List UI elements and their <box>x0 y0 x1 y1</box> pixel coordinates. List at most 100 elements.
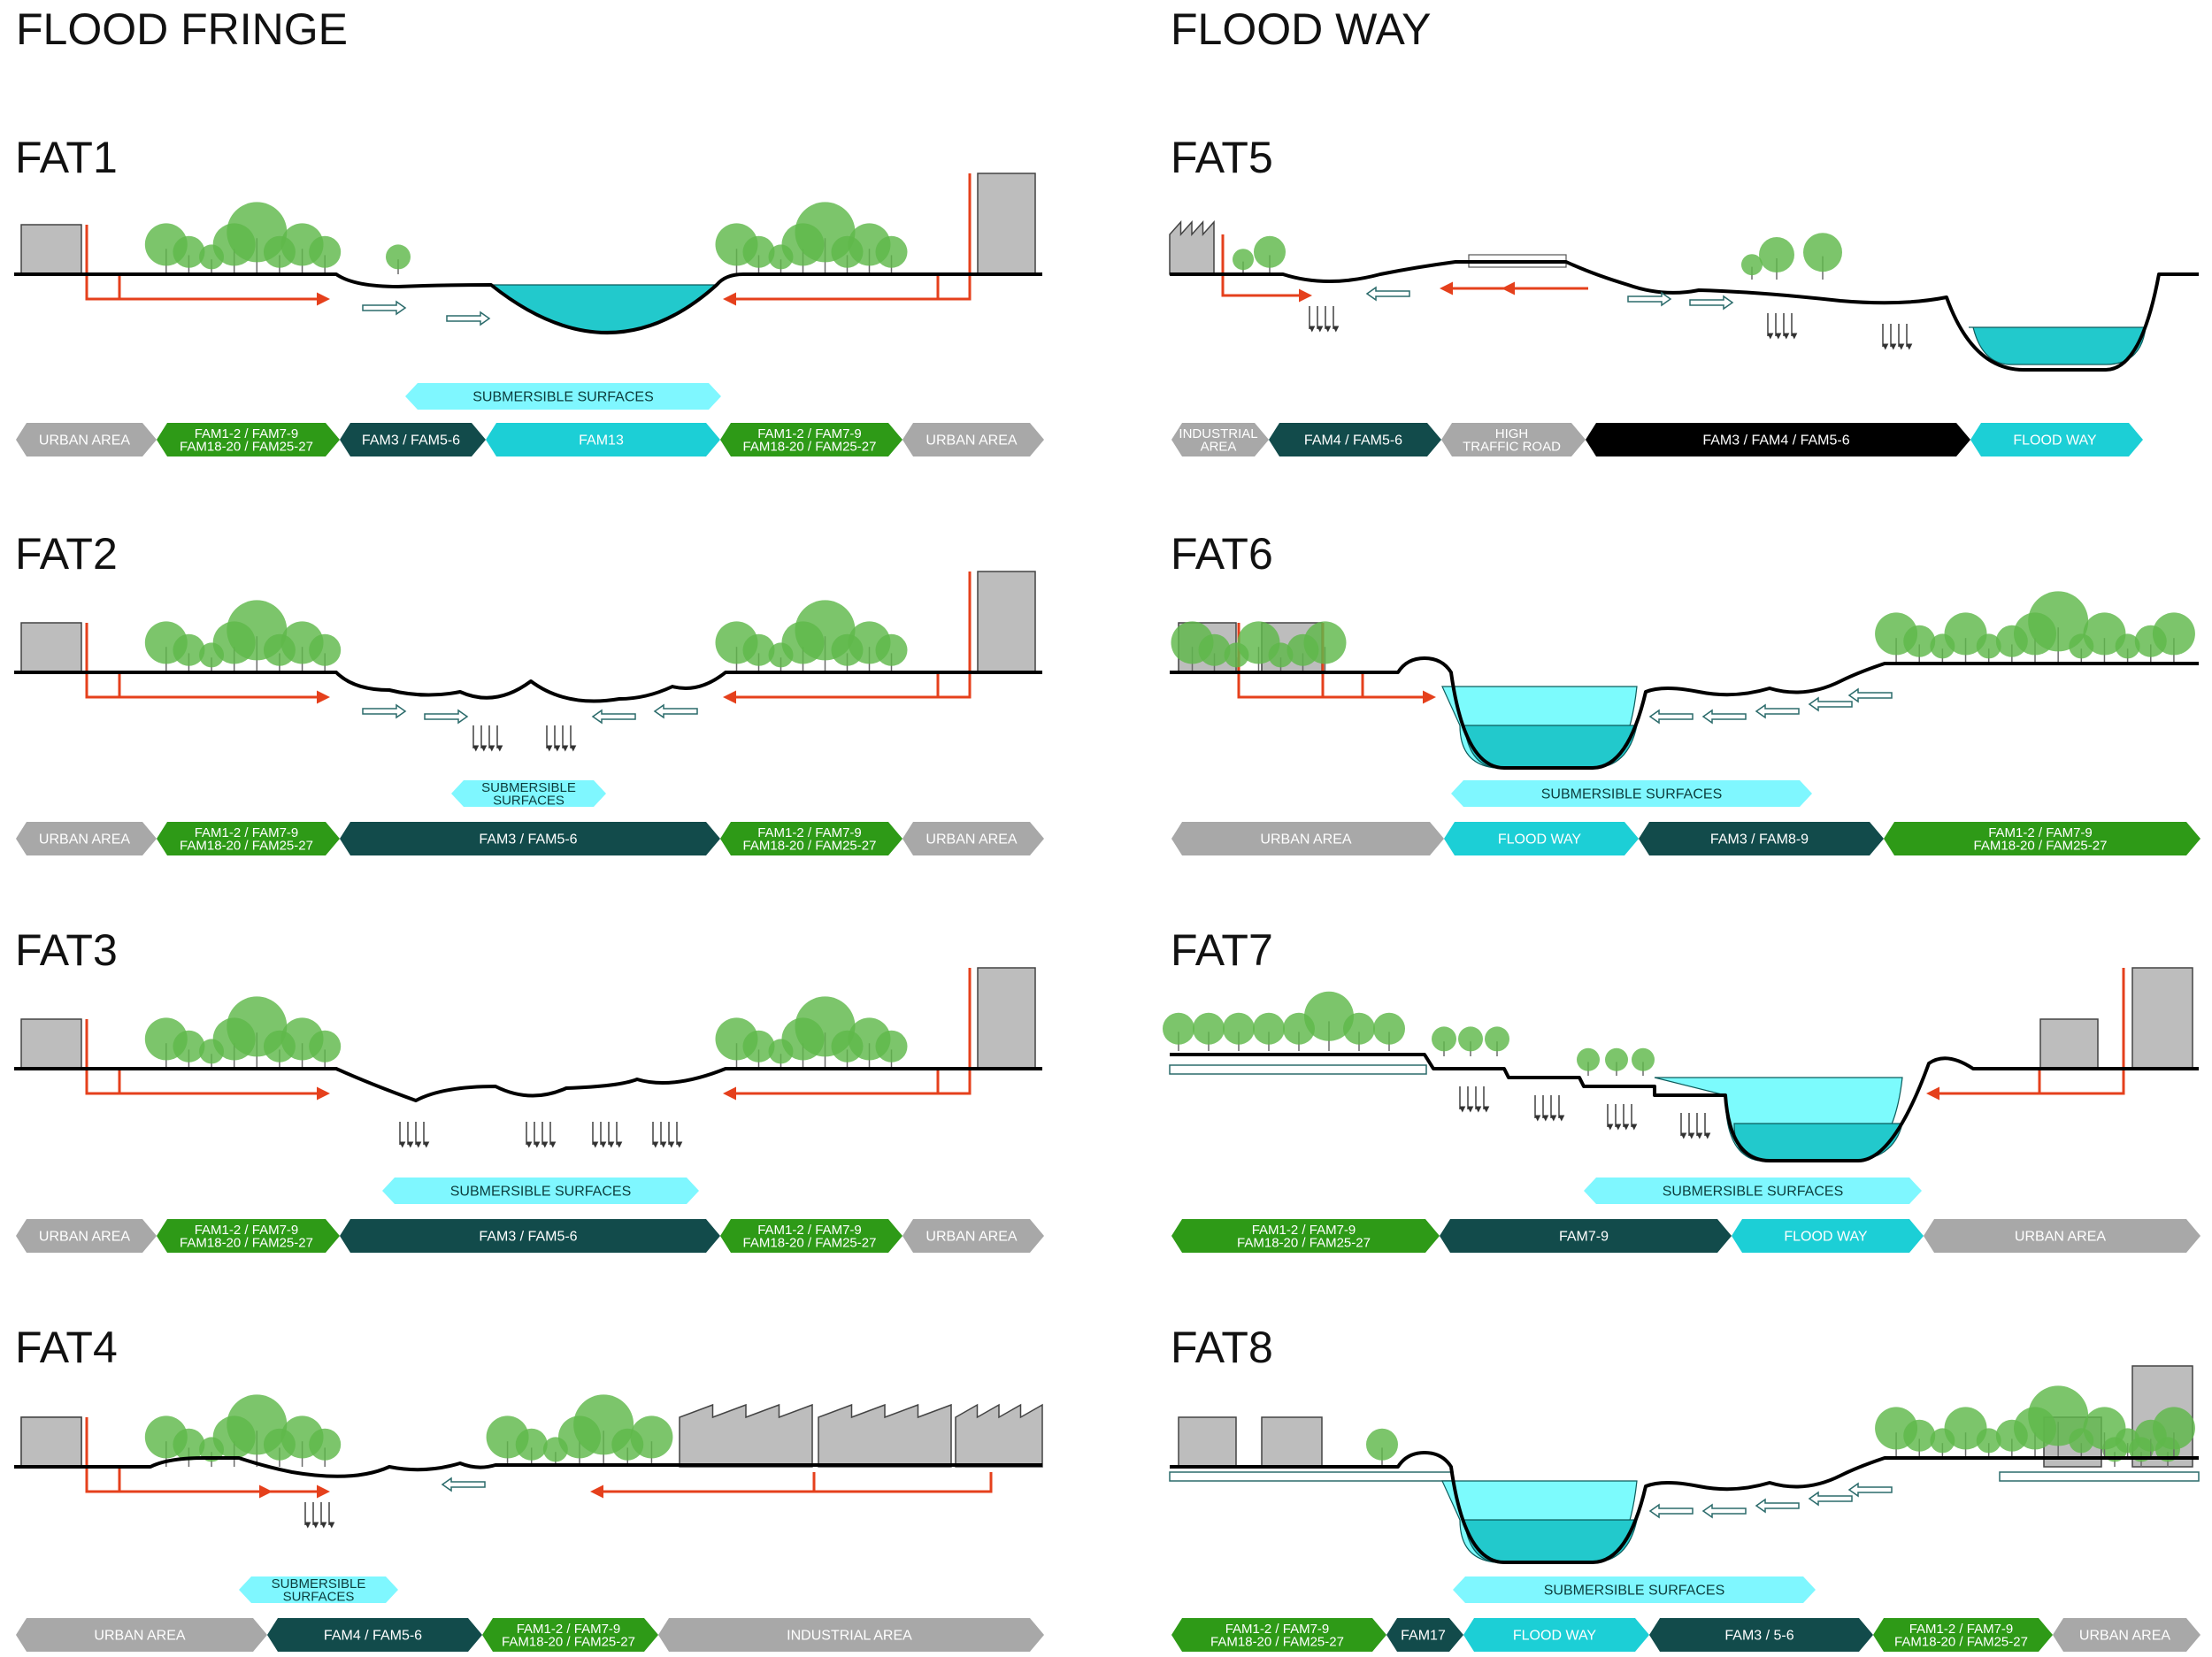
zone-label: FAM7-9 <box>1559 1230 1609 1245</box>
flow-arrow-icon <box>1365 286 1410 302</box>
submersible-tag-shape <box>1451 780 1812 807</box>
zone-shape <box>1444 822 1639 855</box>
zone-segment: URBAN AREA <box>16 1219 157 1253</box>
zone-shape <box>16 1618 267 1652</box>
tree-icon <box>1944 1407 1987 1450</box>
zone-label: INDUSTRIAL AREA <box>787 1629 912 1644</box>
flow-arrow-icon <box>1755 703 1800 719</box>
zone-shape <box>1639 822 1884 855</box>
zone-shape <box>340 1219 720 1253</box>
zone-label: URBAN AREA <box>2079 1629 2170 1644</box>
flow-arrow-icon <box>1627 291 1672 307</box>
submersible-surfaces-tag: SUBMERSIBLE SURFACES <box>1584 1178 1922 1204</box>
heading-flood-fringe: FLOOD FRINGE <box>16 4 348 54</box>
tree-icon <box>1366 1428 1398 1461</box>
zone-shape <box>720 1219 902 1253</box>
tree-icon <box>1976 633 2001 659</box>
heading-flood-way: FLOOD WAY <box>1171 4 1431 54</box>
zone-segment: FAM3 / FAM5-6 <box>340 822 720 855</box>
cross-section <box>1163 967 2199 1162</box>
tree-icon <box>1343 1012 1375 1045</box>
flow-arrow-icon <box>591 709 636 725</box>
cross-section <box>14 571 1042 752</box>
zone-shape <box>902 822 1044 855</box>
zone-segment: URBAN AREA <box>16 1618 267 1652</box>
building-icon <box>1261 1416 1323 1468</box>
zone-shape <box>1171 1618 1386 1652</box>
zone-label: FAM3 / 5-6 <box>1724 1629 1793 1644</box>
panel-title: FAT8 <box>1171 1323 1273 1372</box>
flow-arrow-icon <box>1755 1498 1800 1514</box>
ground-profile <box>14 671 1042 703</box>
cross-section <box>1169 1365 2200 1564</box>
flow-arrow-icon <box>424 709 469 725</box>
factory-icon <box>818 1403 952 1468</box>
building-icon <box>20 224 82 275</box>
tree-icon <box>1432 1026 1456 1052</box>
tree-icon <box>173 1030 205 1062</box>
tree-icon <box>1268 642 1294 668</box>
tree-icon <box>1223 1012 1255 1045</box>
zone-label: FAM3 / FAM4 / FAM5-6 <box>1702 433 1849 449</box>
zone-shape <box>1440 1219 1732 1253</box>
zone-label: URBAN AREA <box>39 433 130 449</box>
zone-shape <box>1586 423 1970 456</box>
tree-icon <box>1577 1047 1600 1071</box>
panel-title: FAT4 <box>15 1323 118 1372</box>
flow-arrow-icon <box>1648 709 1694 725</box>
tree-icon <box>875 235 908 268</box>
tree-icon <box>1304 991 1354 1041</box>
tree-icon <box>1605 1047 1628 1071</box>
tree-icon <box>1233 249 1254 271</box>
cross-section <box>14 1394 1043 1529</box>
zone-label: URBAN AREA <box>926 433 1017 449</box>
zone-label: FLOOD WAY <box>1513 1629 1597 1644</box>
submersible-tag-shape <box>451 780 606 807</box>
submersible-tag-shape <box>405 383 721 410</box>
panel-title: FAT7 <box>1171 925 1273 975</box>
zone-label: FLOOD WAY <box>1784 1230 1868 1245</box>
zone-shape <box>658 1618 1044 1652</box>
zone-segment: URBAN AREA <box>1924 1219 2200 1253</box>
zone-shape <box>1441 423 1586 456</box>
zone-label: URBAN AREA <box>2015 1230 2106 1245</box>
zone-shape <box>1732 1219 1924 1253</box>
tree-icon <box>173 1428 205 1461</box>
zone-shape <box>1171 1219 1440 1253</box>
zone-shape <box>157 423 340 456</box>
zone-shape <box>157 1219 340 1253</box>
zone-shape <box>16 1219 157 1253</box>
panel-title: FAT5 <box>1171 133 1273 182</box>
zone-segment: URBAN AREA <box>16 822 157 855</box>
tree-icon <box>875 1030 908 1062</box>
drainage-pipe <box>590 1472 993 1499</box>
zone-label: URBAN AREA <box>94 1629 185 1644</box>
zone-segment: FAM17 <box>1386 1618 1463 1652</box>
tree-icon <box>1803 233 1842 272</box>
zone-segment: FAM4 / FAM5-6 <box>1269 423 1441 456</box>
zone-shape <box>1649 1618 1873 1652</box>
tree-icon <box>309 1428 342 1461</box>
building-icon <box>2039 1018 2099 1070</box>
factory-icon <box>679 1403 813 1468</box>
cross-section <box>14 967 1042 1148</box>
drainage-pipe <box>723 173 972 306</box>
zone-shape <box>1386 1618 1463 1652</box>
underground-channel <box>1999 1471 2200 1482</box>
submersible-tag-shape <box>1584 1178 1922 1204</box>
